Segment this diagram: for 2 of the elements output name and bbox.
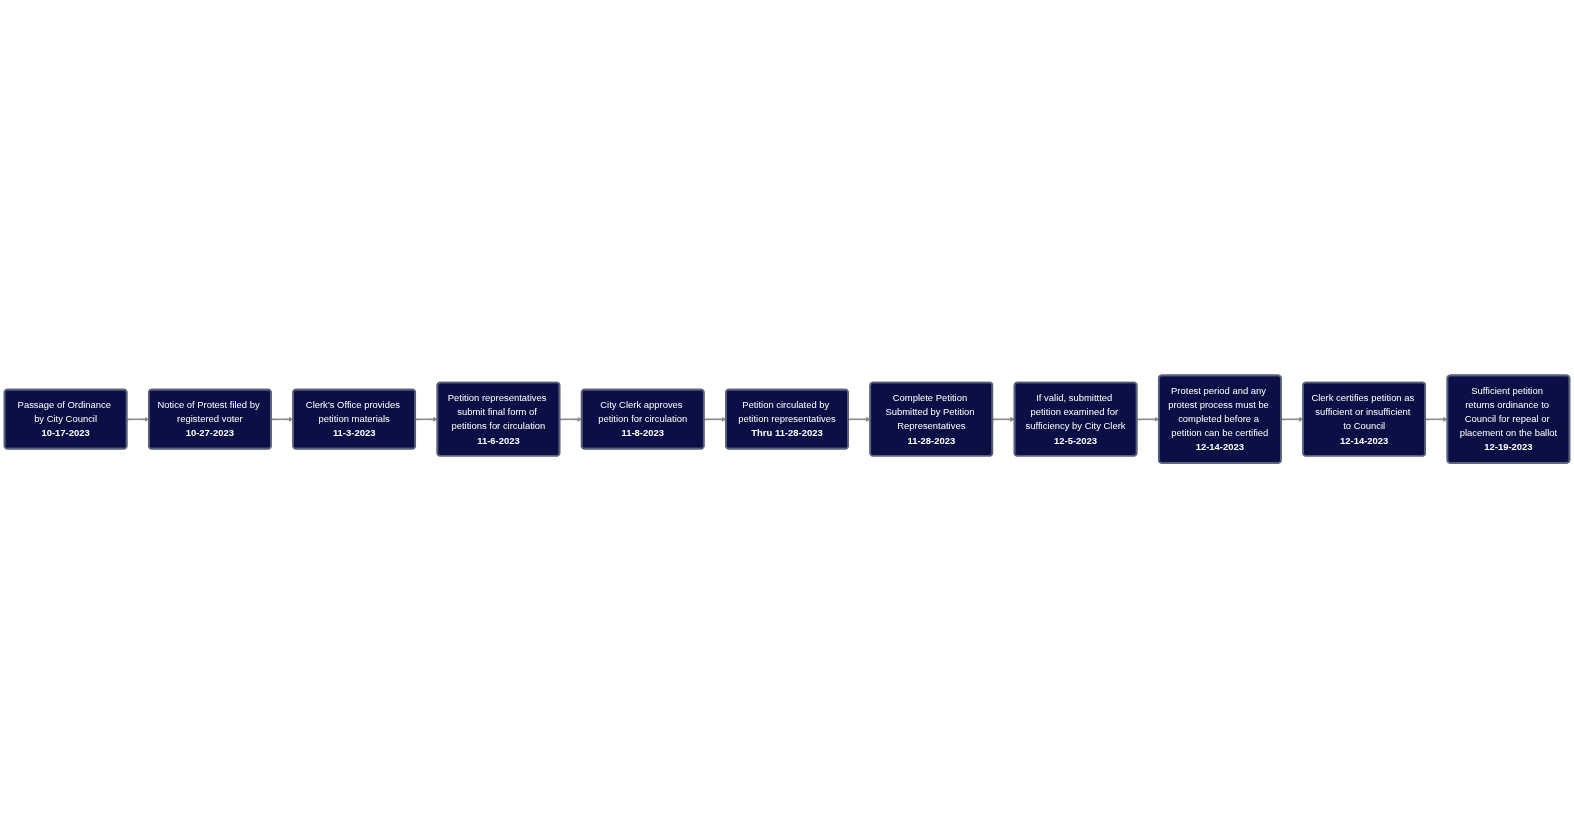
arrow xyxy=(270,417,294,423)
arrow xyxy=(1280,417,1304,423)
